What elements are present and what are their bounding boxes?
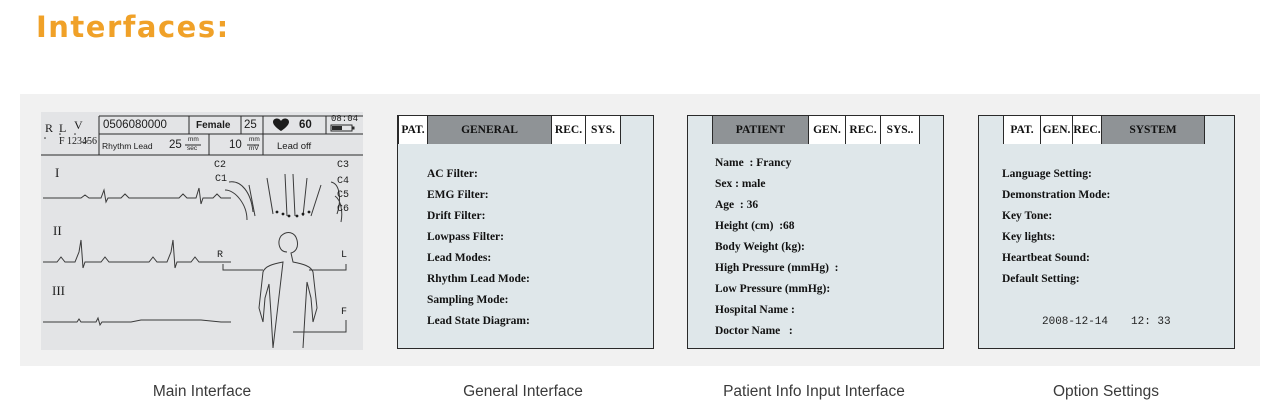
main-interface-drawing xyxy=(41,115,363,349)
tab-sys[interactable]: SYS. xyxy=(586,116,621,144)
lead-state-diagram-label[interactable]: Lead State Diagram: xyxy=(427,315,530,327)
lead-indicator-dots xyxy=(44,133,88,144)
age-field[interactable]: Age : 36 xyxy=(715,199,759,211)
hospital-name-field[interactable]: Hospital Name : xyxy=(715,304,795,316)
lead-mark-r: R xyxy=(45,121,54,135)
key-tone-label[interactable]: Key Tone: xyxy=(1002,210,1053,222)
lead-modes-label[interactable]: Lead Modes: xyxy=(427,252,492,264)
tab-rec[interactable]: REC. xyxy=(1073,116,1102,144)
speed-unit-top: mm xyxy=(188,136,199,143)
low-pressure-field[interactable]: Low Pressure (mmHg): xyxy=(715,283,831,295)
system-interface-screen: PAT. GEN. REC. SYSTEM Language Setting: … xyxy=(978,115,1235,349)
tab-rec[interactable]: REC. xyxy=(846,116,881,144)
patient-id: 0506080000 xyxy=(103,119,167,131)
gain-unit-bottom: mV xyxy=(249,145,259,152)
limb-label-r: R xyxy=(217,250,224,261)
ecg-trace-II xyxy=(43,239,231,269)
gain-unit-top: mm xyxy=(249,136,260,143)
chest-label-c6: C6 xyxy=(337,204,350,215)
ecg-trace-I xyxy=(43,187,231,205)
tab-gen[interactable]: GEN. xyxy=(1041,116,1073,144)
rhythm-lead-label: Rhythm Lead xyxy=(102,141,153,151)
tab-rec[interactable]: REC. xyxy=(552,116,586,144)
limb-label-f: F xyxy=(341,307,348,318)
clock-time: 08:04 xyxy=(331,114,359,124)
general-tabbar: PAT. GENERAL REC. SYS. xyxy=(398,116,621,144)
chest-label-c5: C5 xyxy=(337,190,350,201)
heart-icon xyxy=(273,118,289,131)
speed-value: 25 xyxy=(169,139,182,151)
caption-main-interface: Main Interface xyxy=(152,383,252,400)
lead-status: Lead off xyxy=(277,141,312,152)
sex-field[interactable]: Sex : male xyxy=(715,178,766,190)
ecg-trace-III xyxy=(43,316,231,327)
emg-filter-label[interactable]: EMG Filter: xyxy=(427,189,489,201)
heartbeat-sound-label[interactable]: Heartbeat Sound: xyxy=(1002,252,1090,264)
tab-patient[interactable]: PATIENT xyxy=(712,116,809,144)
tab-general[interactable]: GENERAL xyxy=(428,116,552,144)
heart-rate: 60 xyxy=(299,119,312,131)
system-tabbar: PAT. GEN. REC. SYSTEM xyxy=(1003,116,1205,144)
trace-label-III: III xyxy=(52,283,65,298)
default-setting-label[interactable]: Default Setting: xyxy=(1002,273,1080,285)
main-interface-screen: R L V 0506080000 Female 25 60 08:04 F 12… xyxy=(41,112,363,350)
patient-tabbar: PATIENT GEN. REC. SYS.. xyxy=(712,116,920,144)
age: 25 xyxy=(244,119,257,131)
gain-value: 10 xyxy=(229,139,242,151)
patient-interface-screen: PATIENT GEN. REC. SYS.. Name : Francy Se… xyxy=(687,115,944,349)
chest-label-c1: C1 xyxy=(215,174,228,185)
tab-pat[interactable]: PAT. xyxy=(1003,116,1041,144)
tab-gen[interactable]: GEN. xyxy=(809,116,846,144)
name-field[interactable]: Name : Francy xyxy=(715,157,792,169)
tab-system[interactable]: SYSTEM xyxy=(1102,116,1205,144)
height-field[interactable]: Height (cm) :68 xyxy=(715,220,795,232)
chest-label-c3: C3 xyxy=(337,160,350,171)
tab-pat[interactable]: PAT. xyxy=(398,116,428,144)
general-interface-screen: PAT. GENERAL REC. SYS. AC Filter: EMG Fi… xyxy=(397,115,654,349)
lead-mark-l: L xyxy=(59,121,67,135)
caption-option-settings: Option Settings xyxy=(1053,383,1159,400)
tab-sys[interactable]: SYS.. xyxy=(881,116,920,144)
language-setting-label[interactable]: Language Setting: xyxy=(1002,168,1092,180)
gender: Female xyxy=(196,120,231,131)
ac-filter-label[interactable]: AC Filter: xyxy=(427,168,478,180)
system-date: 2008-12-14 xyxy=(1042,316,1109,328)
key-lights-label[interactable]: Key lights: xyxy=(1002,231,1056,243)
trace-label-I: I xyxy=(55,165,60,180)
chest-label-c4: C4 xyxy=(337,176,350,187)
caption-patient-info: Patient Info Input Interface xyxy=(723,383,905,400)
lowpass-filter-label[interactable]: Lowpass Filter: xyxy=(427,231,504,243)
trace-label-II: II xyxy=(53,223,62,238)
lead-mark-v: V xyxy=(74,118,83,132)
demonstration-mode-label[interactable]: Demonstration Mode: xyxy=(1002,189,1111,201)
doctor-name-field[interactable]: Doctor Name : xyxy=(715,325,793,337)
body-outline xyxy=(258,232,318,349)
body-weight-field[interactable]: Body Weight (kg): xyxy=(715,241,805,253)
sampling-mode-label[interactable]: Sampling Mode: xyxy=(427,294,509,306)
drift-filter-label[interactable]: Drift Filter: xyxy=(427,210,486,222)
chest-label-c2: C2 xyxy=(214,160,227,171)
lead-numbers: F 123456 xyxy=(59,136,98,147)
limb-label-l: L xyxy=(341,250,348,261)
page-title: Interfaces: xyxy=(36,10,230,44)
high-pressure-field[interactable]: High Pressure (mmHg) : xyxy=(715,262,839,274)
caption-general-interface: General Interface xyxy=(463,383,583,400)
speed-unit-bottom: sec xyxy=(187,145,198,152)
rhythm-lead-mode-label[interactable]: Rhythm Lead Mode: xyxy=(427,273,530,285)
system-time: 12: 33 xyxy=(1131,316,1171,328)
